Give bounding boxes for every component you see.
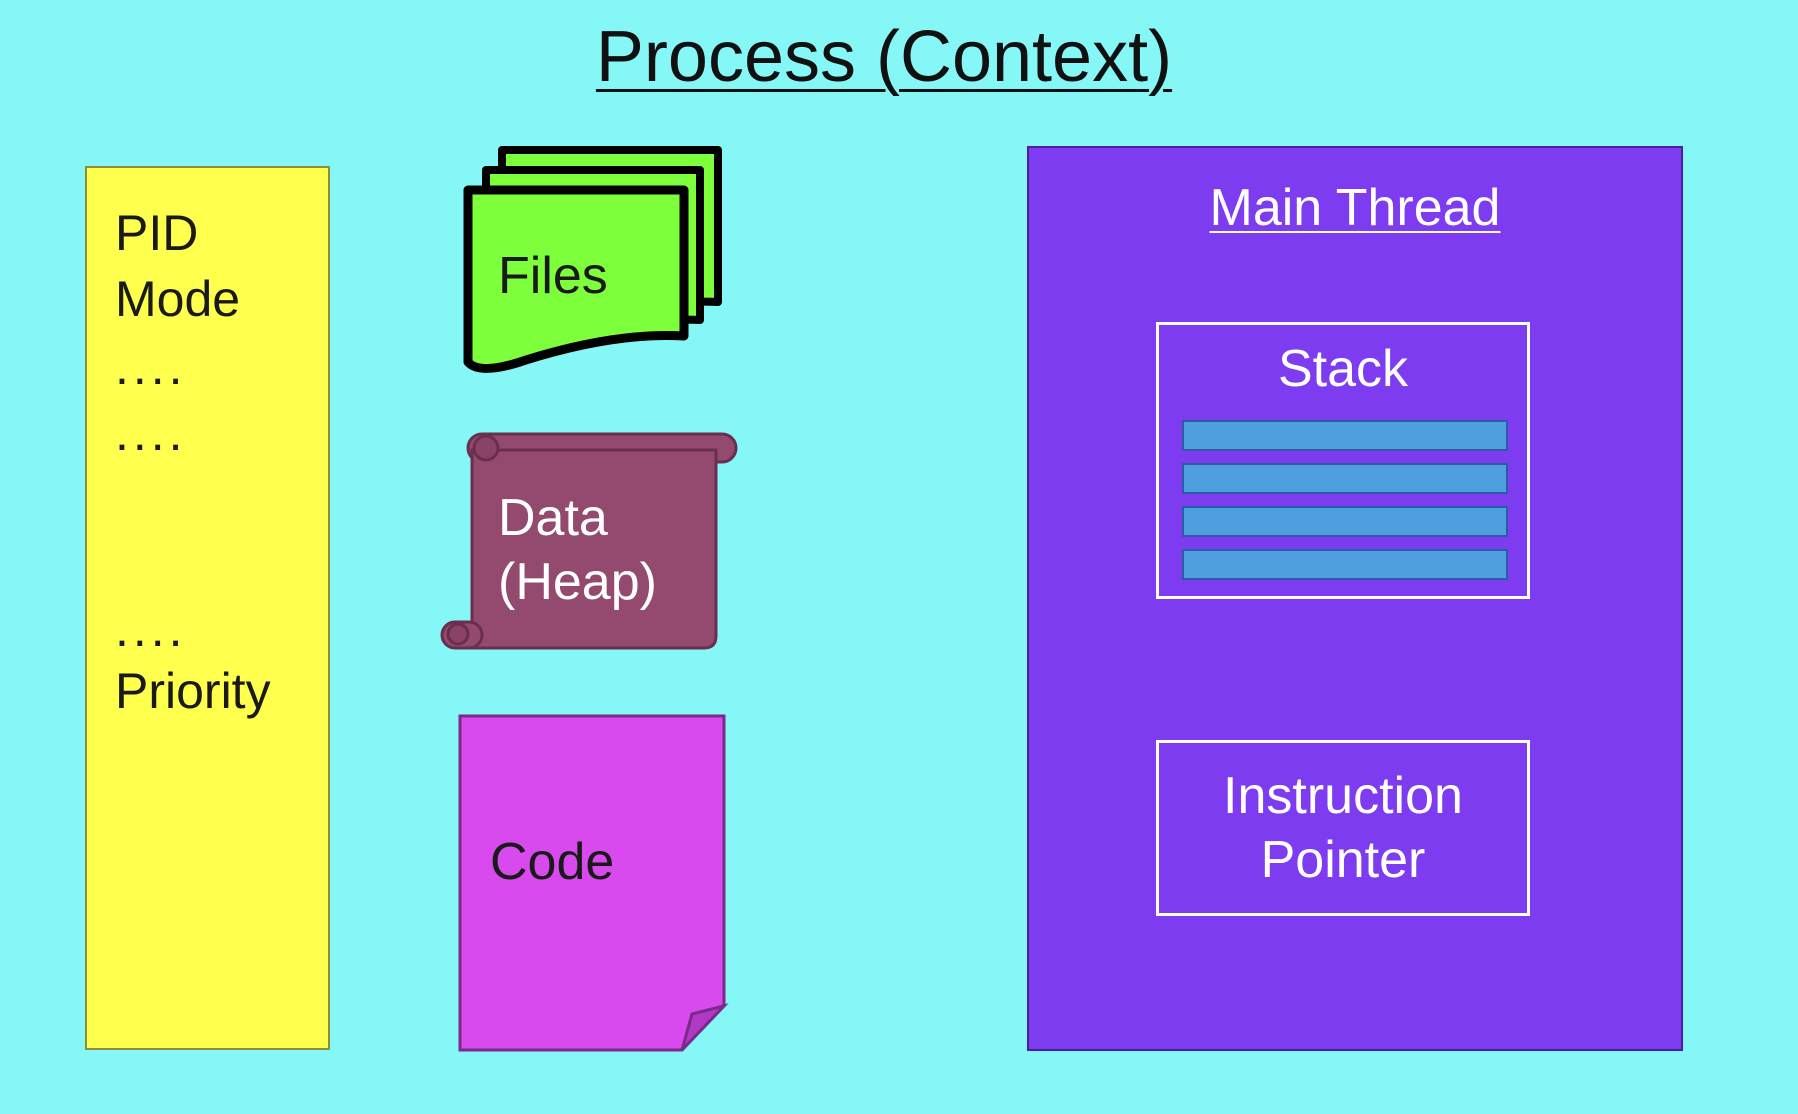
stack-rows bbox=[1182, 420, 1508, 592]
instruction-pointer-line-2: Pointer bbox=[1260, 831, 1426, 889]
main-thread-box: Main Thread Stack Instruction Pointer bbox=[1027, 146, 1683, 1051]
page-title: Process (Context) bbox=[595, 17, 1173, 97]
stack-box: Stack bbox=[1156, 322, 1530, 599]
page-icon bbox=[458, 714, 729, 1052]
pcb-pid-label: PID bbox=[115, 205, 199, 261]
code-label: Code bbox=[490, 833, 615, 891]
data-heap-label: Data (Heap) bbox=[498, 486, 657, 614]
process-control-block: PID Mode .... .... .... Priority bbox=[85, 166, 330, 1050]
files-icon bbox=[463, 146, 722, 374]
stack-frame bbox=[1182, 463, 1508, 494]
stack-frame bbox=[1182, 549, 1508, 580]
pcb-mode-label: Mode bbox=[115, 271, 241, 327]
pcb-ellipsis-1: .... bbox=[115, 339, 187, 395]
main-thread-title: Main Thread bbox=[1209, 179, 1501, 237]
pcb-ellipsis-2: .... bbox=[115, 405, 187, 461]
pcb-priority-label: Priority bbox=[115, 663, 271, 719]
stack-frame bbox=[1182, 506, 1508, 537]
data-heap-line-1: Data bbox=[498, 489, 608, 547]
stack-title: Stack bbox=[1277, 340, 1409, 398]
files-label: Files bbox=[498, 247, 608, 305]
stack-frame bbox=[1182, 420, 1508, 451]
pcb-ellipsis-3: .... bbox=[115, 601, 187, 657]
instruction-pointer-line-1: Instruction bbox=[1223, 767, 1463, 825]
data-heap-line-2: (Heap) bbox=[498, 553, 657, 611]
scroll-icon bbox=[440, 432, 738, 650]
instruction-pointer-box: Instruction Pointer bbox=[1156, 740, 1530, 916]
